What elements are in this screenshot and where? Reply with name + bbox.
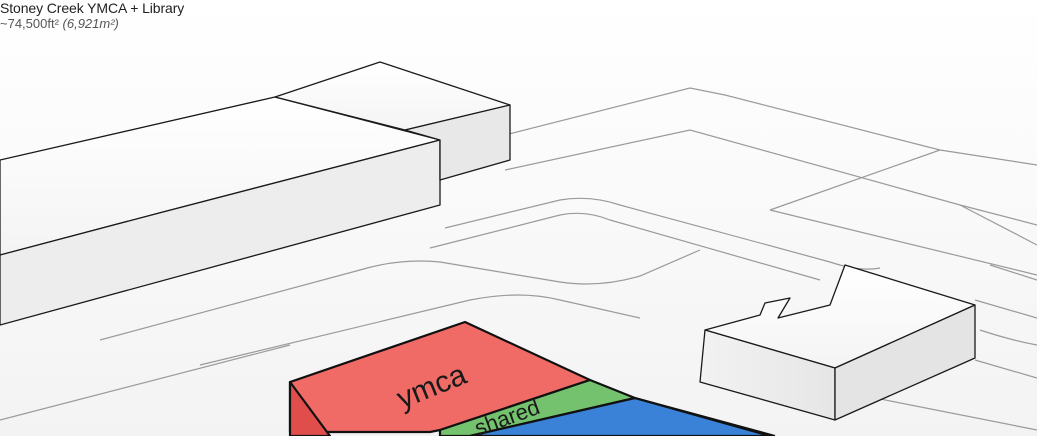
road-edge-1 [99,249,701,341]
road-edge-4 [429,212,821,281]
project-area: ~74,500ft² (6,921m²) [0,16,184,32]
road-edge-7 [959,204,1037,246]
project-caption: Stoney Creek YMCA + Library ~74,500ft² (… [0,0,184,32]
existing-building-long [0,61,511,326]
parcel-outline-north [504,87,1037,166]
area-imperial: ~74,500ft² [0,16,59,31]
road-edge-2 [199,294,641,366]
road-edge-12 [989,264,1037,281]
proposed-massing [288,320,776,436]
road-edge-3 [444,197,881,270]
road-edge-10 [974,359,1037,379]
ymca-volume-face [288,380,332,436]
parcel-edge-east [769,209,1037,276]
parcel-outline-east [769,149,941,211]
annex-front [404,104,511,181]
road-edge-6 [504,129,1037,226]
small-building-front-right [834,304,976,421]
road-edge-9 [979,329,1037,346]
road-edge-8 [974,299,1037,319]
road-edge-5 [0,344,291,421]
road-edge-11 [859,394,1037,431]
existing-building-small [699,264,976,421]
area-metric: (6,921m²) [62,16,119,31]
project-title: Stoney Creek YMCA + Library [0,0,185,16]
site-lines [0,87,1037,431]
library-volume-edge [634,396,776,436]
